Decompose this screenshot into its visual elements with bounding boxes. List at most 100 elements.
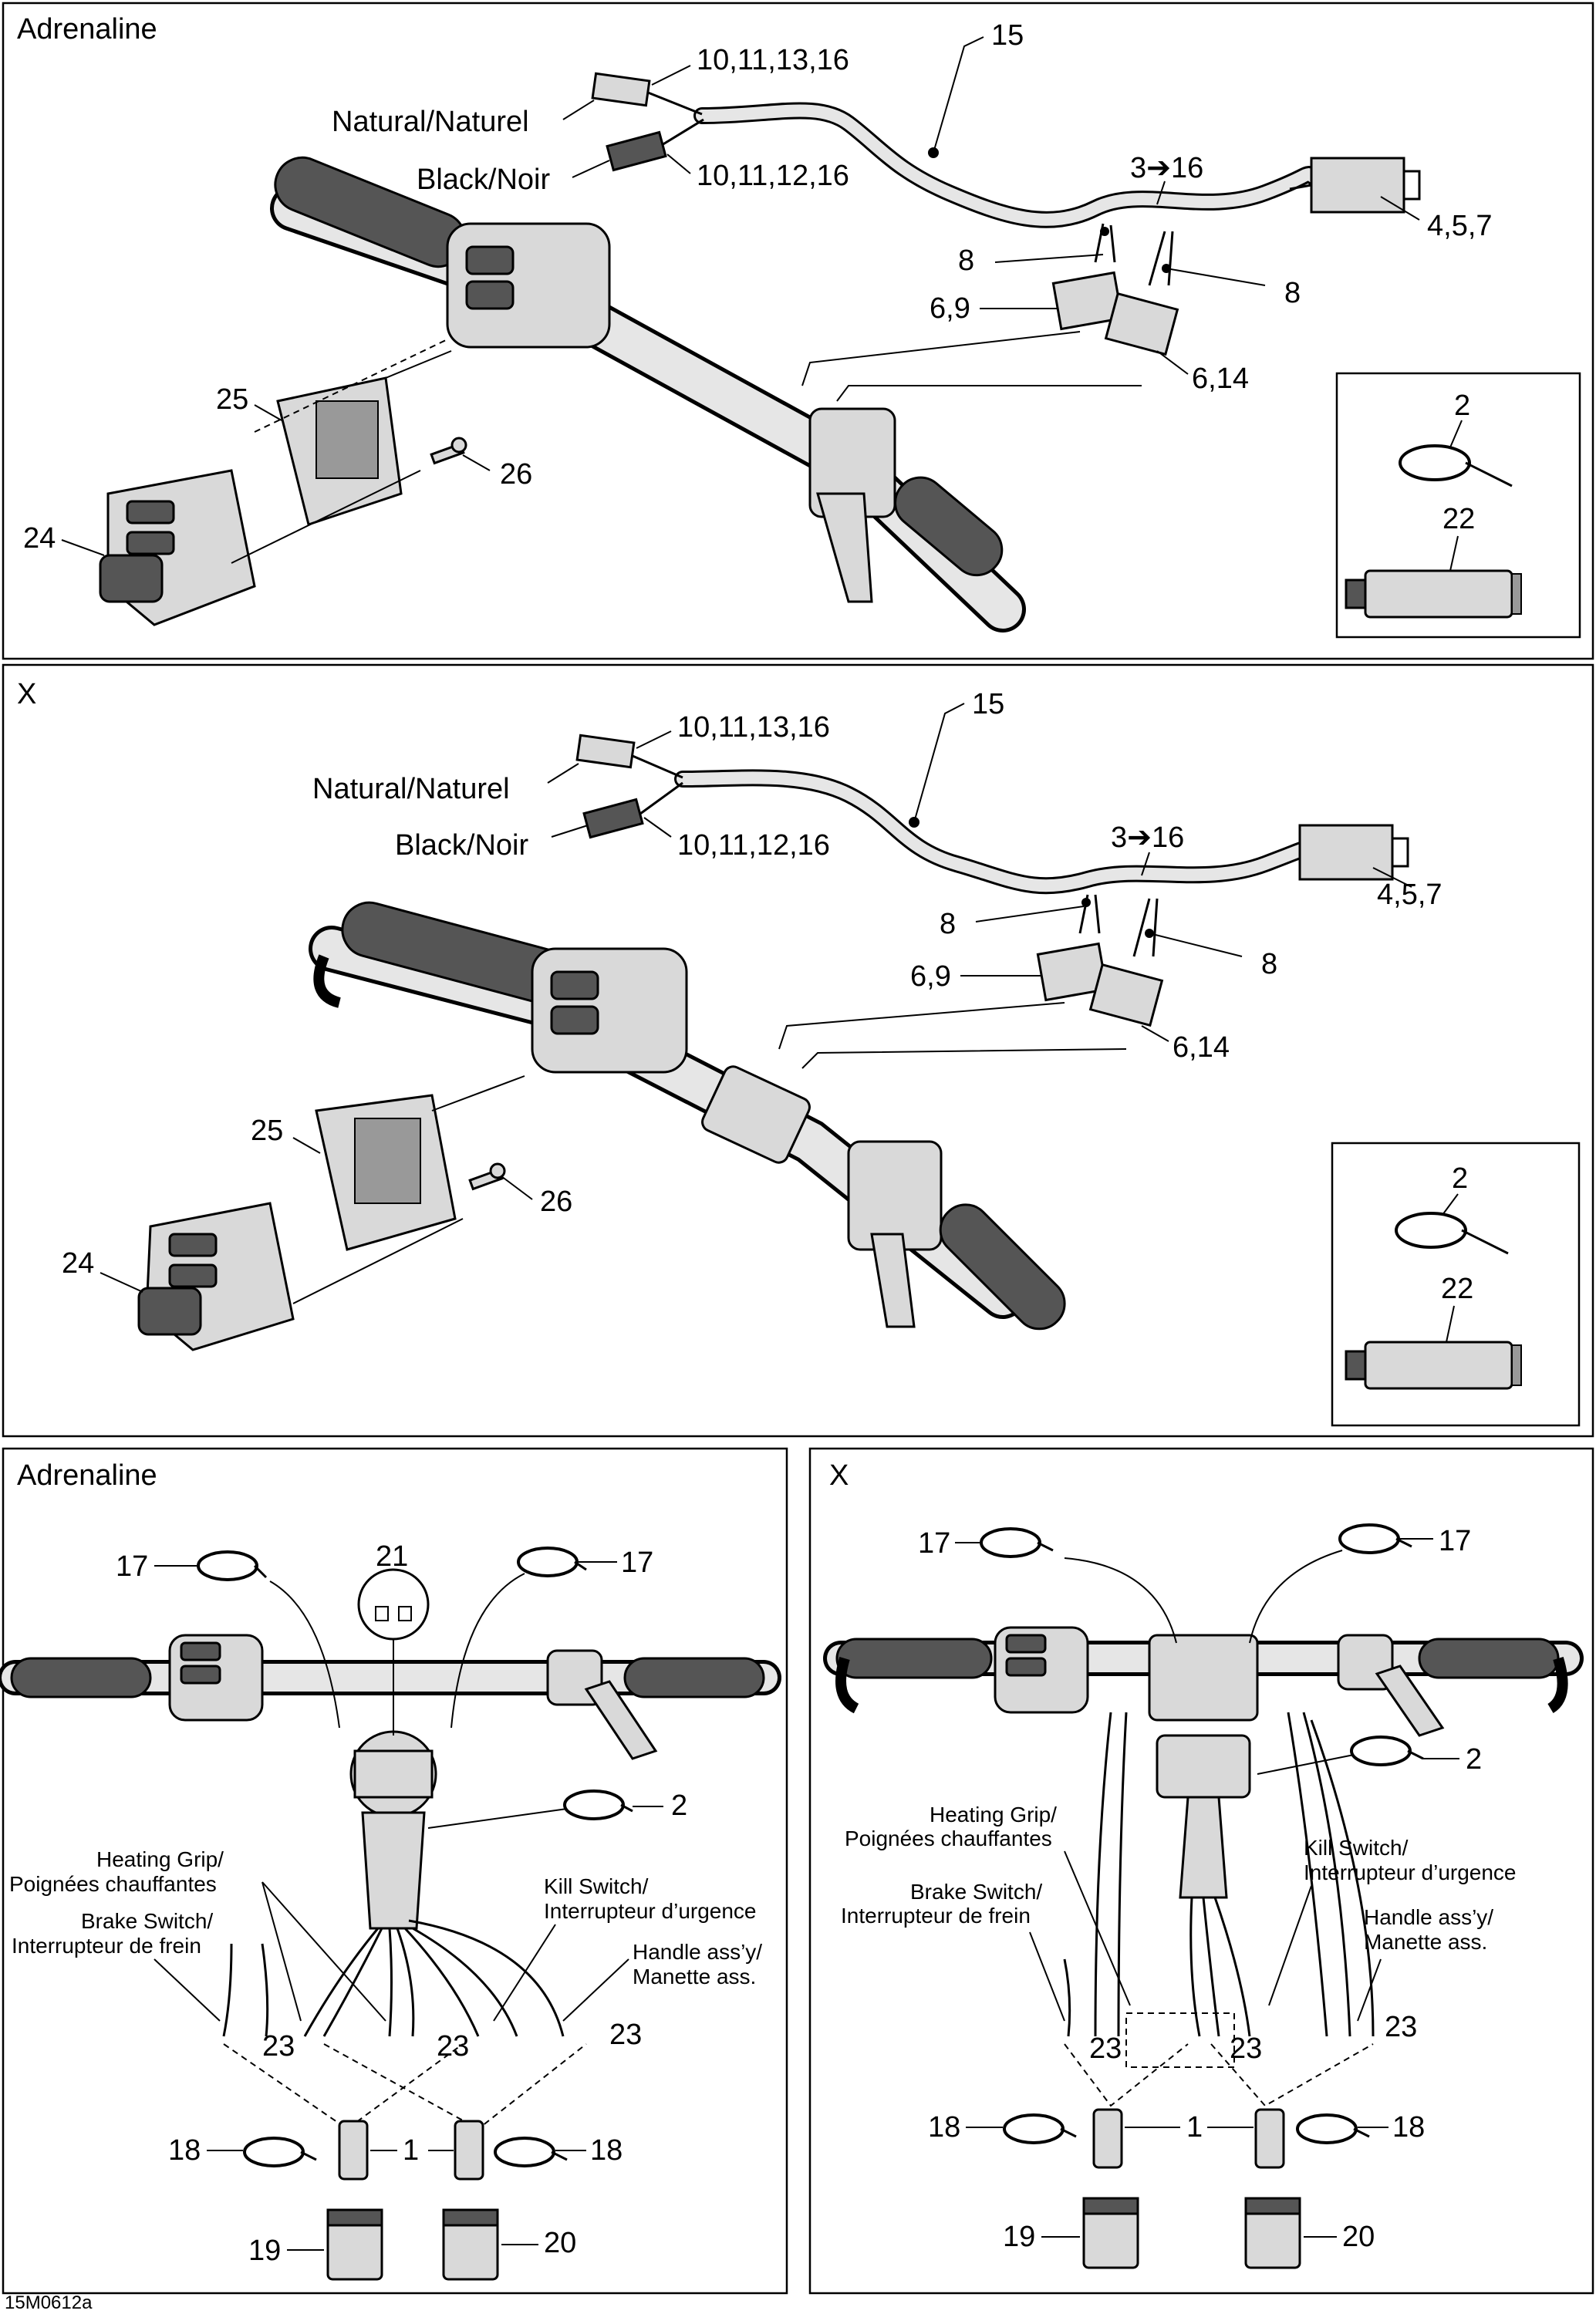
- label-2: 2: [1454, 390, 1470, 422]
- label-black: Black/Noir: [395, 829, 528, 862]
- labels: 17 17 21 2 Heating Grip/ Poignées chauff…: [9, 1540, 762, 2267]
- label-23-b: 23: [1230, 2032, 1262, 2065]
- label-natural: Natural/Naturel: [332, 106, 529, 138]
- panel-title: Adrenaline: [17, 1459, 157, 1492]
- drawing-code: 15M0612a: [5, 2292, 93, 2313]
- throttle-lever: [546, 1649, 658, 1760]
- connector-1-right: [1254, 2108, 1285, 2169]
- panel-top-adrenaline: Adrenaline: [2, 2, 1594, 660]
- label-brake-switch: Brake Switch/: [910, 1880, 1042, 1904]
- label-23-c: 23: [609, 2019, 642, 2051]
- switch-cover: [315, 1094, 457, 1251]
- panel-middle-x: X: [2, 663, 1594, 1438]
- label-heating-grip: Heating Grip/: [96, 1847, 224, 1871]
- label-18-right: 18: [1392, 2111, 1425, 2144]
- label-15: 15: [991, 19, 1024, 52]
- label-brake-switch-fr: Interrupteur de frein: [12, 1934, 201, 1958]
- panel-bottom-right-x: X: [808, 1447, 1594, 2295]
- panel-title: X: [829, 1459, 849, 1492]
- cable-tie-2: [1257, 1736, 1424, 1775]
- label-6-9: 6,9: [930, 292, 970, 325]
- label-18-right: 18: [590, 2134, 623, 2167]
- label-black: Black/Noir: [417, 164, 550, 196]
- switch-housing-exploded: [137, 1202, 295, 1351]
- label-2: 2: [1452, 1162, 1468, 1195]
- cable-tie-17-left: [197, 1550, 340, 1729]
- label-25: 25: [216, 383, 248, 416]
- label-10-11-12-16: 10,11,12,16: [677, 829, 830, 862]
- labels: 15 10,11,13,16 Natural/Naturel Black/Noi…: [62, 688, 1473, 1343]
- connector-black: [582, 781, 683, 839]
- left-switch-housing: [446, 222, 611, 349]
- label-brake-switch: Brake Switch/: [81, 1909, 213, 1933]
- grease-tube: [1345, 1341, 1522, 1390]
- cable-tie-18-right: [494, 2137, 568, 2167]
- cable-tie-17-right: [450, 1547, 587, 1729]
- label-22: 22: [1441, 1273, 1473, 1305]
- detail-circle-21: [357, 1568, 430, 1736]
- label-heating-grip-fr: Poignées chauffantes: [9, 1872, 217, 1896]
- wiring-harness: [693, 102, 1335, 228]
- switch-housing-exploded: [99, 469, 256, 626]
- cable-tie: [1399, 444, 1513, 487]
- cable-tie-18-right: [1296, 2113, 1370, 2144]
- cable-tie-18-left: [243, 2137, 317, 2167]
- label-handle-assy: Handle ass’y/: [1364, 1905, 1493, 1929]
- wire-bundles: [1063, 1712, 1375, 2107]
- connector-black: [606, 118, 704, 172]
- labels: 17 17 2 Heating Grip/ Poignées chauffant…: [841, 1525, 1517, 2253]
- label-17-right: 17: [1439, 1525, 1471, 1557]
- label-23-c: 23: [1385, 2011, 1417, 2043]
- cable-tie-17-left: [980, 1527, 1177, 1644]
- label-23-a: 23: [1089, 2032, 1122, 2065]
- cable-tie: [1395, 1212, 1509, 1255]
- housing-19: [326, 2208, 383, 2281]
- cable-tie-17-right: [1249, 1523, 1412, 1644]
- label-15: 15: [972, 688, 1004, 720]
- panel-top-frame: [2, 2, 1594, 660]
- label-17-right: 17: [621, 1547, 653, 1579]
- label-1: 1: [1186, 2111, 1203, 2144]
- panel-bottom-right-frame: [808, 1447, 1594, 2295]
- main-connector: [1298, 824, 1409, 881]
- label-18-left: 18: [168, 2134, 201, 2167]
- panel-bottom-left-adrenaline: Adrenaline: [0, 1447, 788, 2295]
- label-4-5-7: 4,5,7: [1427, 210, 1493, 242]
- label-6-14: 6,14: [1192, 363, 1249, 395]
- connector-1-left: [1092, 2108, 1123, 2169]
- label-24: 24: [23, 522, 56, 555]
- branch-connector-6-14: [1088, 898, 1164, 1027]
- label-21: 21: [376, 1540, 408, 1573]
- label-20: 20: [1342, 2221, 1375, 2253]
- label-8-left: 8: [940, 908, 956, 940]
- label-kill-switch: Kill Switch/: [1304, 1836, 1409, 1860]
- left-switch-housing: [168, 1634, 264, 1722]
- housing-19: [1082, 2197, 1139, 2269]
- left-switch-housing: [531, 947, 688, 1074]
- label-handle-assy-fr: Manette ass.: [633, 1965, 756, 1988]
- connector-natural: [575, 734, 683, 779]
- center-clamp: [701, 1065, 811, 1164]
- connector-1-right: [454, 2120, 484, 2181]
- label-heating-grip-fr: Poignées chauffantes: [845, 1827, 1052, 1850]
- main-connector: [1289, 157, 1421, 214]
- label-19: 19: [248, 2235, 281, 2267]
- label-24: 24: [62, 1247, 94, 1280]
- label-heating-grip: Heating Grip/: [930, 1803, 1057, 1827]
- handlebar: [270, 185, 1026, 632]
- right-throttle-lever: [847, 1140, 1066, 1331]
- label-1: 1: [403, 2134, 419, 2167]
- left-switch-housing: [994, 1626, 1089, 1714]
- handlebar: [0, 1657, 781, 1698]
- label-20: 20: [544, 2227, 576, 2259]
- cable-tie-2: [427, 1789, 633, 1829]
- label-2: 2: [1466, 1743, 1482, 1776]
- cover-screw: [468, 1162, 506, 1191]
- label-8-right: 8: [1284, 277, 1301, 309]
- label-10-11-13-16: 10,11,13,16: [677, 711, 830, 744]
- label-19: 19: [1003, 2221, 1035, 2253]
- label-17-left: 17: [116, 1550, 148, 1583]
- label-brake-switch-fr: Interrupteur de frein: [841, 1904, 1031, 1928]
- wire-bundles: [222, 1919, 587, 2130]
